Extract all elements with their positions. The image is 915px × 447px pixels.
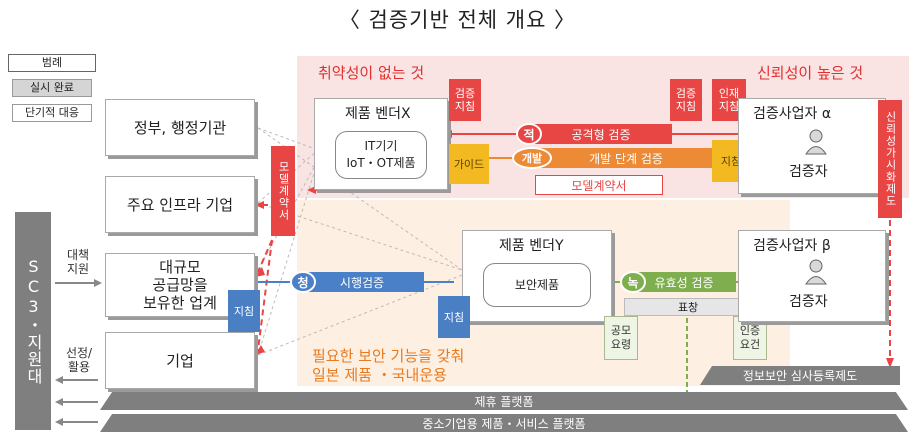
large-line1: 대규모	[159, 258, 201, 276]
verifier-beta-person: 검증자	[789, 294, 828, 310]
vendor-x-product: IT기기 IoT・OT제품	[335, 131, 427, 179]
infra-box: 주요 인프라 기업	[105, 176, 255, 233]
blue-team-circle: 청	[290, 271, 316, 293]
verify-guide-note-1: 검증 지침	[449, 79, 481, 121]
government-box: 정부, 행정기관	[105, 99, 255, 156]
sme-platform: 중소기업용 제품・서비스 플랫폼	[100, 414, 908, 432]
legend-header: 범례	[8, 54, 96, 72]
security-registration-platform: 정보보안 심사등록제도	[700, 366, 900, 385]
vendor-y-product: 보안제품	[483, 263, 591, 307]
verify-guide-note-2: 검증 지침	[670, 79, 702, 121]
select-label-line2: 활용	[67, 360, 91, 374]
page-title: 〈 검증기반 전체 개요 〉	[338, 8, 577, 32]
support-label: 대책 지원	[60, 248, 96, 276]
support-label-line2: 지원	[66, 262, 90, 276]
sc3-support-bar: SC3・지원대	[15, 212, 51, 430]
award-bar: 표창	[624, 298, 752, 316]
dev-stage-verification-bar: 개발 단계 검증	[540, 148, 712, 168]
sc3-label: SC3・지원대	[24, 257, 43, 385]
trust-visualization-note: 신뢰성가시화제도	[878, 100, 902, 218]
partner-platform: 제휴 플랫폼	[100, 392, 908, 410]
guide-note-blue-right: 지침	[438, 296, 470, 338]
verifier-beta-box: 검증사업자 β 검증자	[738, 230, 886, 322]
vendor-y-box: 제품 벤더Y 보안제품	[462, 230, 612, 322]
select-label: 선정/ 활용	[60, 346, 98, 374]
zone-label-security-feature-1: 필요한 보안 기능을 갖춰	[312, 347, 465, 365]
guide-note-blue-left: 지침	[228, 290, 260, 332]
offensive-verification-bar: 공격형 검증	[530, 124, 672, 144]
dev-circle: 개발	[512, 147, 552, 169]
model-contract-bar: 모델계약서	[535, 175, 663, 195]
verifier-alpha-title: 검증사업자 α	[753, 106, 832, 122]
model-contract-vertical-note: 모델계약서	[271, 146, 295, 236]
public-requirements-note: 공모 요령	[604, 316, 638, 360]
vendor-x-box: 제품 벤더X IT기기 IoT・OT제품	[314, 98, 448, 190]
company-box: 기업	[105, 332, 255, 389]
zone-label-no-vulnerability: 취약성이 없는 것	[318, 64, 425, 82]
zone-label-high-trust: 신뢰성이 높은 것	[757, 64, 864, 82]
support-label-line1: 대책	[66, 248, 90, 262]
verifier-alpha-box: 검증사업자 α 검증자	[738, 98, 886, 194]
vendor-x-title: 제품 벤더X	[345, 106, 411, 122]
verifier-alpha-person: 검증자	[789, 164, 828, 180]
effectiveness-verification-bar: 유효성 검증	[632, 272, 736, 292]
legend-done: 실시 완료	[12, 79, 92, 97]
large-supply-chain-box: 대규모 공급망을 보유한 업계	[105, 253, 255, 317]
certification-requirements-note: 인증 요건	[733, 316, 767, 360]
large-line2: 공급망을	[152, 276, 208, 294]
zone-label-security-feature-2: 일본 제품 ・국내운용	[312, 366, 447, 384]
verifier-beta-title: 검증사업자 β	[753, 238, 831, 254]
model-contract-vertical-label: 모델계약서	[277, 161, 290, 221]
trust-visualization-label: 신뢰성가시화제도	[884, 111, 897, 207]
person-icon	[805, 129, 827, 155]
trial-verification-bar: 시행검증	[300, 272, 424, 292]
vendor-x-product-line1: IT기기	[364, 139, 398, 153]
person-icon	[805, 259, 827, 285]
vendor-x-product-line2: IoT・OT제품	[346, 156, 416, 170]
select-label-line1: 선정/	[65, 346, 93, 360]
large-line3: 보유한 업계	[143, 294, 217, 312]
guide-note-yellow-left: 가이드	[449, 144, 489, 184]
red-team-circle: 적	[516, 123, 542, 145]
vendor-y-title: 제품 벤더Y	[499, 238, 564, 254]
green-team-circle: 녹	[620, 271, 646, 293]
legend-short-term: 단기적 대응	[12, 104, 92, 122]
